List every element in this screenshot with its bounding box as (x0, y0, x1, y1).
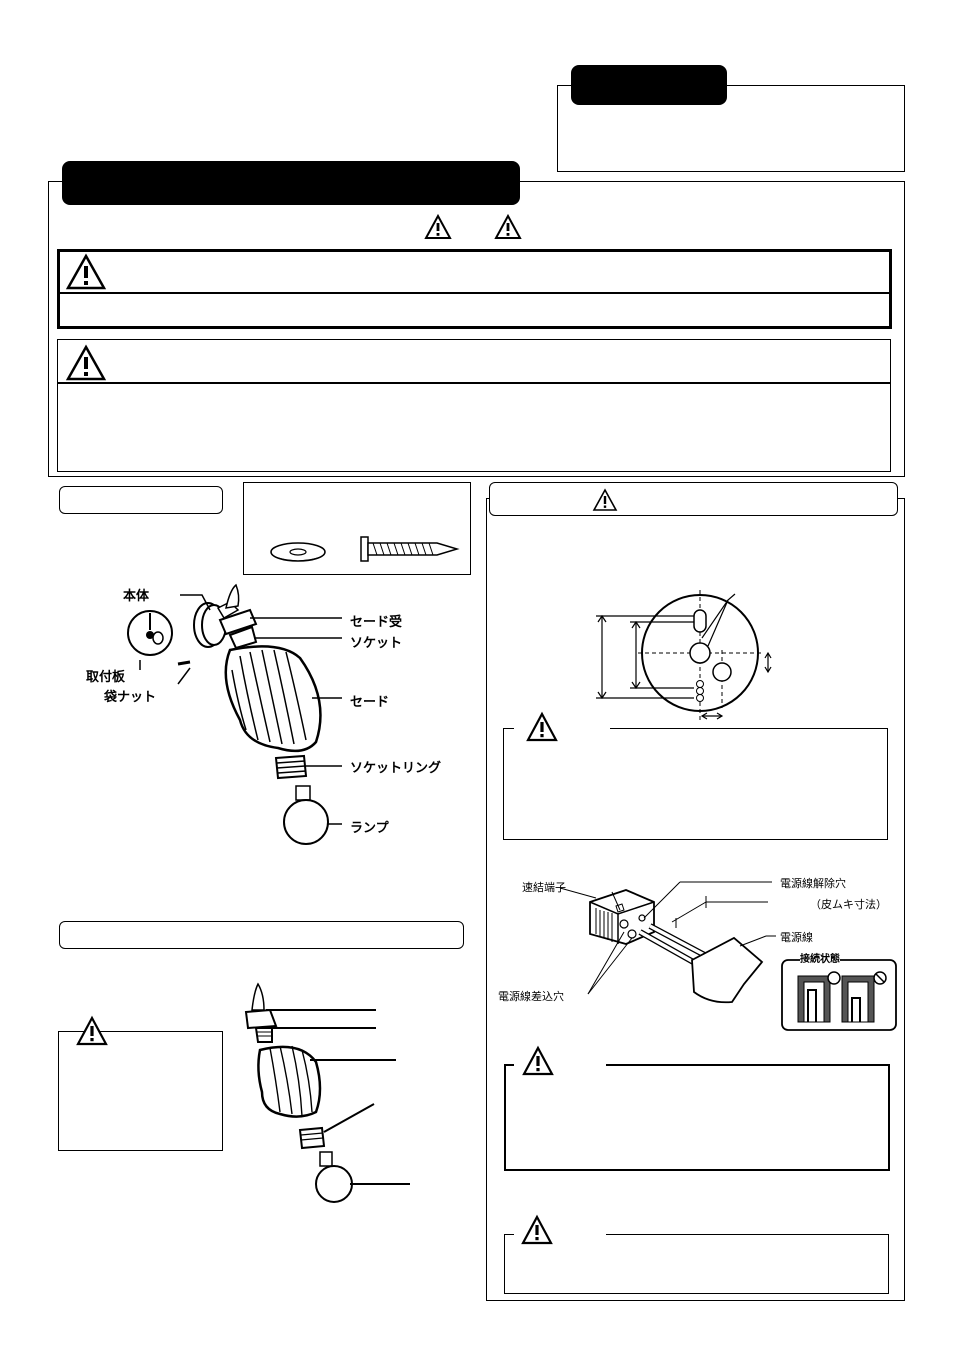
wiring-caution-icon (522, 1045, 554, 1076)
warning-divider (57, 292, 892, 294)
label-socket: ソケット (350, 636, 403, 651)
label-strip-length: （皮ムキ寸法） (810, 898, 887, 911)
label-mount-plate: 取付板 (86, 670, 126, 685)
label-quick-terminal: 速結端子 (522, 881, 566, 894)
label-wire-release-hole: 電源線解除穴 (780, 877, 846, 890)
assembly-title-pill (59, 921, 464, 949)
final-caution-icon (521, 1214, 553, 1245)
install-caution-icon (592, 488, 618, 511)
safety-title-bar (62, 161, 520, 205)
assembly-caution-icon (76, 1015, 108, 1046)
notice-box (557, 85, 905, 172)
caution-icon (494, 213, 522, 239)
final-caution-box (504, 1234, 889, 1294)
mount-plate-diagram (596, 590, 772, 720)
caution-header-icon (65, 344, 107, 381)
warning-box (57, 249, 892, 329)
label-wire-insert-hole: 電源線差込穴 (498, 990, 564, 1003)
accessories-box (243, 482, 471, 575)
install-title-pill (489, 482, 898, 516)
caution-divider (57, 382, 891, 384)
parts-title-pill (59, 486, 223, 514)
washer-icon (270, 542, 326, 562)
warning-icon (424, 213, 452, 239)
caution-box (57, 339, 891, 472)
wiring-caution-box (504, 1064, 890, 1171)
label-lamp: ランプ (350, 821, 389, 836)
screw-icon (360, 536, 460, 562)
label-shade: セード (350, 695, 390, 710)
label-connection-state: 接続状態 (800, 950, 840, 965)
mount-caution-box (503, 728, 888, 840)
label-body: 本体 (123, 589, 150, 604)
warning-header-icon (65, 253, 107, 290)
notice-tab (571, 65, 727, 105)
label-cap-nut: 袋ナット (104, 690, 157, 705)
label-power-wire: 電源線 (780, 931, 813, 944)
assembly-caution-box (58, 1031, 223, 1151)
wiring-diagram: 速結端子 電源線解除穴 （皮ムキ寸法） 電源線 接続状態 電源線差込穴 (492, 872, 902, 1037)
mount-caution-icon (526, 711, 558, 742)
parts-diagram: 本体 セード受 ソケット 取付板 袋ナット セード ソケットリング ランプ (80, 580, 460, 850)
label-shade-holder: セード受 (350, 615, 403, 630)
label-socket-ring: ソケットリング (350, 761, 442, 776)
assembly-diagram (244, 982, 410, 1203)
